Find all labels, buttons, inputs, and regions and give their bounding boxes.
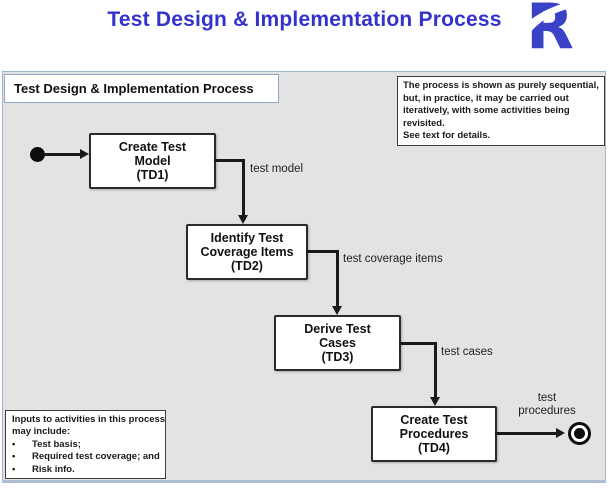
node-label: Procedures [399,427,469,441]
inputs-bullet-text: Test basis; [32,438,81,450]
edge-td1-td2-h [214,159,245,162]
edge-td1-td2-arrowhead-icon [238,215,248,224]
node-td2: Identify Test Coverage Items (TD2) [186,224,308,280]
note-line: The process is shown as purely sequentia… [403,80,599,91]
inputs-bullet-text: Risk info. [32,463,75,475]
inputs-intro-line: Inputs to activities in this process [12,414,166,425]
edge-td2-td3-h [306,250,339,253]
edge-td4-end-h [495,432,558,435]
edge-label-test-model: test model [250,163,304,175]
edge-td3-td4-arrowhead-icon [430,397,440,406]
node-label: Coverage Items [200,245,294,259]
inputs-bullet-row: • Required test coverage; and [12,451,161,463]
inputs-intro-line: may include: [12,426,71,438]
diagram-title: Test Design & Implementation Process [4,74,279,103]
bullet-icon: • [12,451,16,463]
node-label: (TD4) [418,441,450,455]
node-label: Create Test [118,140,187,154]
note-line: revisited. [403,117,445,129]
node-label: Identify Test [210,231,284,245]
edge-label-test-cases: test cases [441,346,493,358]
end-node [568,422,591,445]
inputs-bullet-text: Required test coverage; and [32,451,160,463]
node-td1: Create Test Model (TD1) [89,133,216,189]
bullet-icon: • [12,438,16,450]
start-arrow-line [44,153,81,156]
diagram-panel: Test Design & Implementation Process The… [2,71,606,483]
sequential-note: The process is shown as purely sequentia… [397,76,605,146]
start-node [30,147,45,162]
edge-td3-td4-v [434,342,437,398]
node-td4: Create Test Procedures (TD4) [371,406,497,462]
node-label: Cases [319,336,356,350]
start-arrowhead-icon [80,149,89,159]
edge-label-test-procedures: test procedures [518,392,576,417]
inputs-bullet-row: • Test basis; [12,439,161,451]
node-label: Create Test [400,413,468,427]
inputs-bullet-row: • Risk info. [12,464,161,476]
edge-td3-td4-h [399,342,437,345]
r-swoosh-logo-icon: R [521,0,579,63]
node-label: Derive Test [304,322,371,336]
end-node-dot [574,428,585,439]
node-label: (TD3) [321,350,354,364]
bullet-icon: • [12,463,16,475]
note-line: See text for details. [403,130,491,142]
inputs-note: Inputs to activities in this process may… [5,410,166,479]
node-td3: Derive Test Cases (TD3) [274,315,401,371]
edge-td4-end-arrowhead-icon [556,428,565,438]
node-label: (TD2) [231,259,263,273]
edge-label-test-coverage-items: test coverage items [343,253,443,265]
page-title: Test Design & Implementation Process [107,8,502,31]
note-line: iteratively, with some activities being [403,105,570,117]
edge-td2-td3-v [336,250,339,307]
node-label: Model [134,154,171,168]
note-line: but, in practice, it may be carried out [403,92,569,104]
node-label: (TD1) [136,168,169,182]
edge-td2-td3-arrowhead-icon [332,306,342,315]
edge-td1-td2-v [242,159,245,216]
